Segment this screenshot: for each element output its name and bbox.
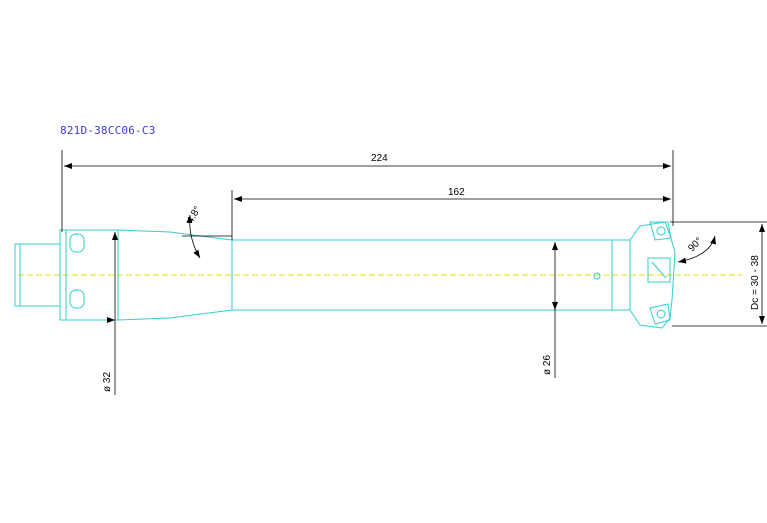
label-162: 162 xyxy=(448,187,465,198)
clamp-slot-upper xyxy=(69,233,85,253)
lead-angle-arc xyxy=(677,235,716,264)
taper-top xyxy=(117,229,233,241)
flange xyxy=(59,229,119,321)
insert-upper xyxy=(649,221,672,241)
label-224: 224 xyxy=(371,153,388,164)
insert-lower xyxy=(649,303,671,325)
part-number-title: 821D-38CC06-C3 xyxy=(60,124,156,137)
label-d32: ø 32 xyxy=(102,372,113,392)
label-lead-angle: 90° xyxy=(686,236,704,254)
label-d26: ø 26 xyxy=(542,355,553,375)
coolant-hole xyxy=(593,272,601,280)
insert-screw-block xyxy=(647,257,671,283)
taper-angle-arc xyxy=(186,214,201,259)
clamp-slot-lower xyxy=(69,289,85,309)
dimension-labels: 224 162 ø 32 ø 26 4.8° 90° Dc = 30 - 38 xyxy=(102,153,761,392)
label-dc: Dc = 30 - 38 xyxy=(750,255,761,310)
dimensions xyxy=(61,150,767,395)
taper-bottom xyxy=(117,309,233,321)
label-taper-angle: 4.8° xyxy=(185,204,203,225)
tool-outline xyxy=(14,221,676,329)
